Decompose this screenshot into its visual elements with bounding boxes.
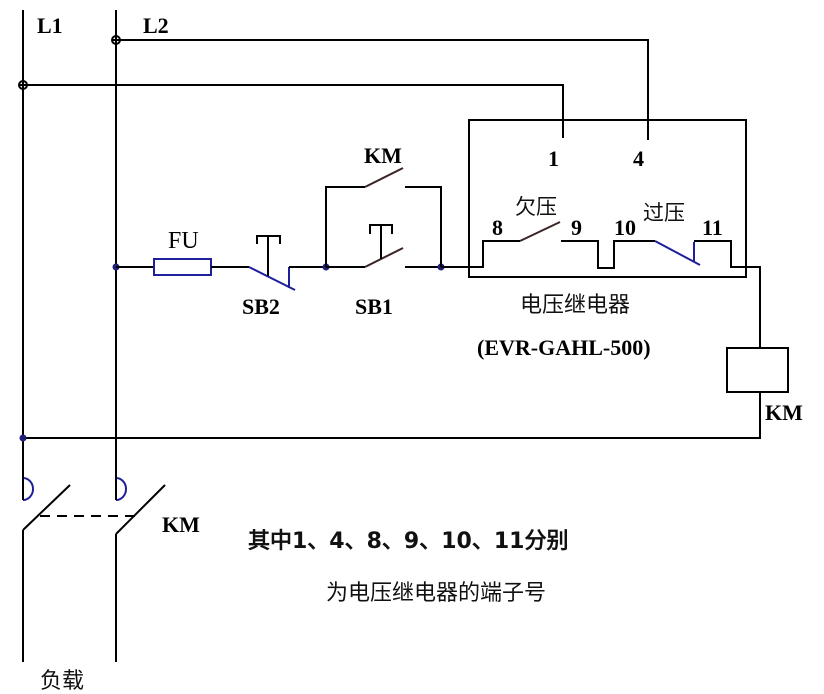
terminal-1-label: 1 <box>548 146 559 171</box>
label-km-coil: KM <box>765 400 803 425</box>
wire-to-terminal-8 <box>441 240 520 268</box>
voltage-relay-box <box>468 119 747 278</box>
label-km-main: KM <box>162 512 200 537</box>
label-sb1: SB1 <box>355 294 393 319</box>
km-aux-contact <box>364 167 404 188</box>
km-aux-wire-left <box>325 186 365 267</box>
note-line-2: 为电压继电器的端子号 <box>326 581 546 606</box>
terminal-4-label: 4 <box>633 146 644 171</box>
note-line-1: 其中1、4、8、9、10、11分别 <box>248 529 568 554</box>
km-aux-wire-right <box>405 186 442 267</box>
km-coil <box>726 347 789 393</box>
arc-chute-l2 <box>115 477 127 501</box>
relay-name: 电压继电器 <box>520 293 630 318</box>
label-overvoltage: 过压 <box>643 201 685 225</box>
relay-model: (EVR-GAHL-500) <box>477 335 651 360</box>
terminal-9-label: 9 <box>571 215 582 240</box>
terminal-11-label: 11 <box>702 215 723 240</box>
label-l2: L2 <box>143 13 169 38</box>
terminal-10-label: 10 <box>614 215 636 240</box>
fuse-symbol <box>153 258 212 276</box>
label-sb2: SB2 <box>242 294 280 319</box>
wire-9-to-10 <box>561 240 655 269</box>
sb1-button-head <box>369 224 393 234</box>
wire-l1-to-terminal-1 <box>27 84 564 138</box>
overvoltage-contact <box>654 240 701 266</box>
wire-to-coil <box>694 240 761 348</box>
arc-chute-l1 <box>22 477 34 501</box>
wire-l2-to-terminal-4 <box>120 39 649 140</box>
sb2-button-head <box>256 235 281 244</box>
label-l1: L1 <box>37 13 63 38</box>
sb2-contact <box>248 266 296 291</box>
main-contact-l2 <box>115 484 166 535</box>
label-fuse: FU <box>168 228 199 254</box>
main-contact-l1 <box>22 484 71 531</box>
label-km-aux: KM <box>364 143 402 168</box>
label-undervoltage: 欠压 <box>515 195 557 219</box>
sb1-contact <box>364 247 404 268</box>
terminal-8-label: 8 <box>492 215 503 240</box>
label-load: 负载 <box>40 669 84 694</box>
undervoltage-contact <box>519 221 561 242</box>
wire-coil-return <box>23 392 761 439</box>
